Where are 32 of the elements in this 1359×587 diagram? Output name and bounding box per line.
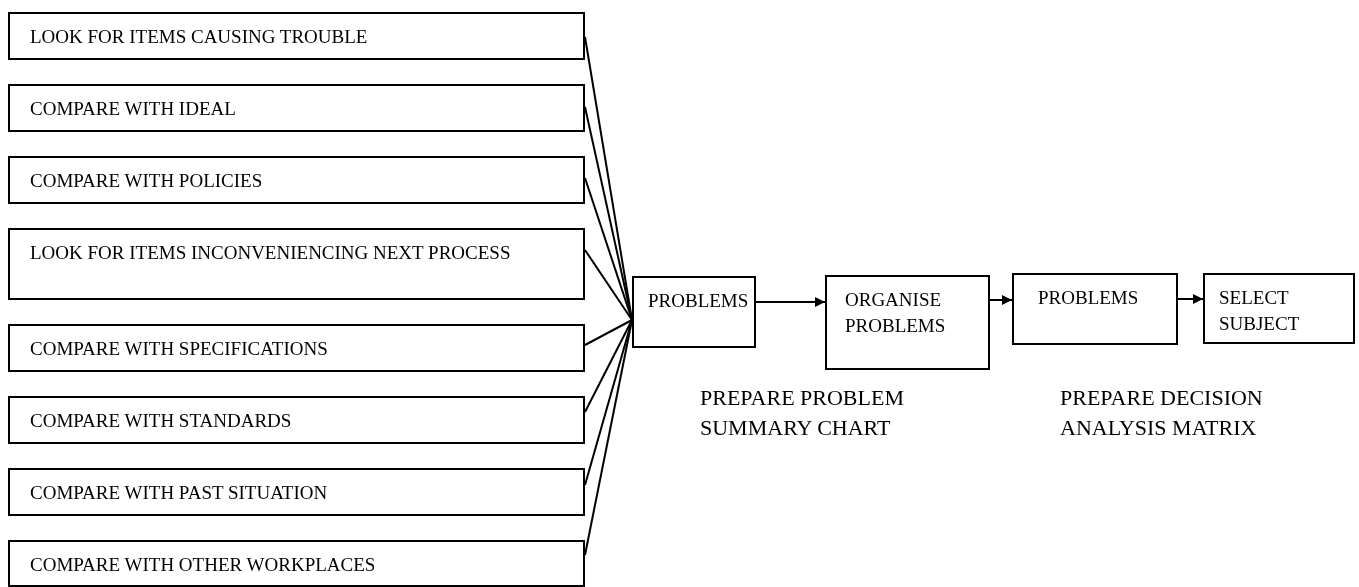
connector-line [584, 249, 633, 321]
process-box [8, 324, 585, 372]
process-box [8, 540, 585, 587]
arrow [1177, 294, 1204, 304]
box-label: COMPARE WITH IDEAL [30, 97, 237, 121]
box-label: COMPARE WITH SPECIFICATIONS [30, 337, 329, 361]
box-label: COMPARE WITH OTHER WORKPLACES [30, 553, 377, 577]
box-label: COMPARE WITH STANDARDS [30, 409, 293, 433]
stage-caption: PREPARE PROBLEM SUMMARY CHART [700, 384, 905, 442]
process-box [1012, 273, 1178, 345]
arrow [989, 295, 1013, 305]
box-label: LOOK FOR ITEMS INCONVENIENCING NEXT PROCESS [30, 241, 512, 265]
process-box [632, 276, 756, 348]
process-box [8, 396, 585, 444]
process-box [8, 228, 585, 300]
process-box [1203, 273, 1355, 344]
process-box [8, 156, 585, 204]
process-box [8, 84, 585, 132]
box-label: PROBLEMS [648, 289, 750, 313]
connector-line [584, 319, 633, 413]
box-label: COMPARE WITH POLICIES [30, 169, 264, 193]
process-box [825, 275, 990, 370]
box-label: LOOK FOR ITEMS CAUSING TROUBLE [30, 25, 369, 49]
process-box [8, 12, 585, 60]
box-label: ORGANISE PROBLEMS [845, 288, 947, 338]
box-label: COMPARE WITH PAST SITUATION [30, 481, 329, 505]
box-label: SELECT SUBJECT [1219, 286, 1301, 336]
arrow [755, 297, 826, 307]
stage-caption: PREPARE DECISION ANALYSIS MATRIX [1060, 384, 1264, 442]
box-label: PROBLEMS [1038, 286, 1140, 310]
process-box [8, 468, 585, 516]
connector-line [584, 319, 633, 346]
